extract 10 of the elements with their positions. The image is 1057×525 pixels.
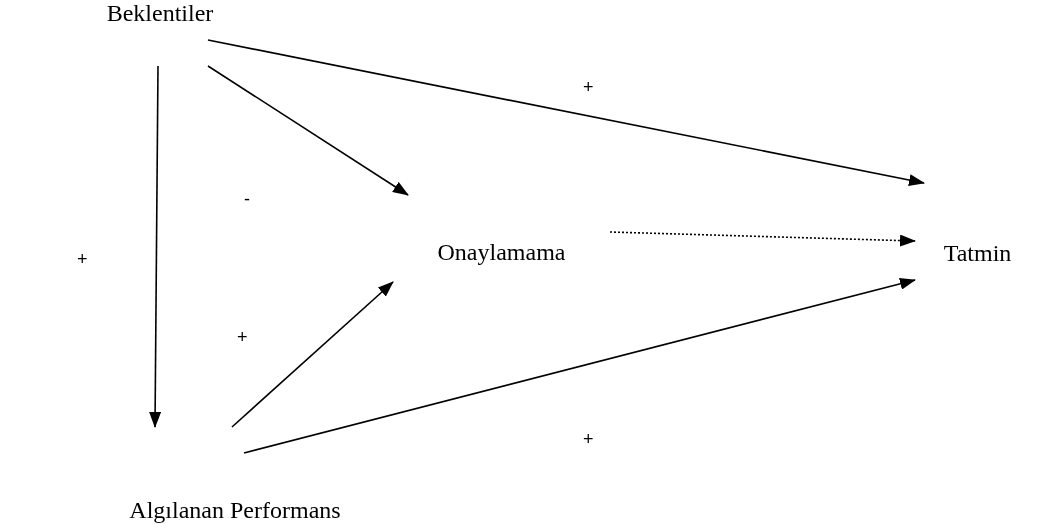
arrow: [231, 281, 394, 428]
node-label: Beklentiler: [106, 0, 214, 28]
arrow: [243, 277, 916, 454]
arrow: [207, 39, 925, 186]
node-label: Algılanan Performans: [129, 497, 341, 525]
node-label: Onaylamama: [437, 239, 566, 267]
arrow: [149, 65, 162, 428]
arrow: [609, 231, 916, 247]
arrow: [207, 65, 409, 196]
node-label: Tatmin: [943, 240, 1012, 268]
